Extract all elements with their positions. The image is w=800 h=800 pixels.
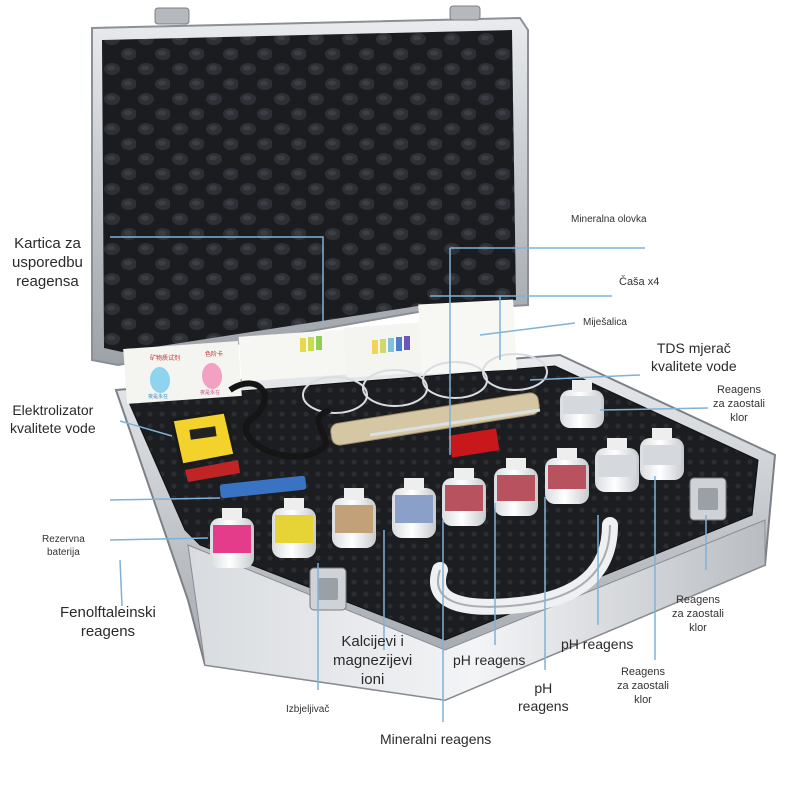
label-cup: Čaša x4 [619, 276, 660, 288]
label-stirrer: Miješalica [583, 317, 627, 328]
electrolyzer-unit [170, 380, 332, 482]
case-lid [91, 5, 529, 367]
label-mineral-pen: Mineralna olovka [571, 214, 647, 225]
label-tds-meter: TDS mjerač kvalitete vode [651, 340, 737, 374]
label-dropper: Izbjeljivač [286, 704, 330, 715]
label-chlorine-2: Reagens za zaostali klor [672, 594, 724, 634]
card-caption-2: 夜是永在 [200, 389, 220, 396]
label-mineral-reagent: Mineralni reagens [380, 731, 492, 747]
card-caption-1: 夜是永在 [148, 393, 168, 400]
reagent-comparison-cards: 矿物质试剂 色阶卡 夜是永在 夜是永在 [123, 299, 517, 404]
label-ph-reagent-3: pH reagens [561, 636, 634, 652]
label-calcium-magnesium: Kalcijevi i magnezijevi ioni [333, 633, 413, 688]
label-chlorine-3: Reagens za zaostali klor [713, 384, 765, 424]
label-electrolyzer: Elektrolizator kvalitete vode [10, 402, 96, 436]
case-hardware [309, 477, 727, 615]
label-comparison-card: Kartica za usporedbu reagensa [12, 235, 83, 290]
beakers [302, 353, 548, 414]
reagent-bottles [210, 380, 684, 568]
label-spare-battery: Rezervna baterija [42, 534, 85, 558]
card-title-1: 矿物质试剂 [150, 354, 180, 362]
label-chlorine-1: Reagens za zaostali klor [617, 666, 669, 706]
label-phenolphthalein: Fenolftaleinski reagens [60, 604, 156, 640]
card-title-2: 色阶卡 [205, 350, 223, 358]
spare-battery-prop [219, 475, 307, 499]
stirring-rod [369, 408, 541, 437]
label-ph-reagent-2: pH reagens [518, 680, 569, 714]
callout-lines [109, 236, 709, 722]
label-ph-reagent-1: pH reagens [453, 652, 526, 668]
